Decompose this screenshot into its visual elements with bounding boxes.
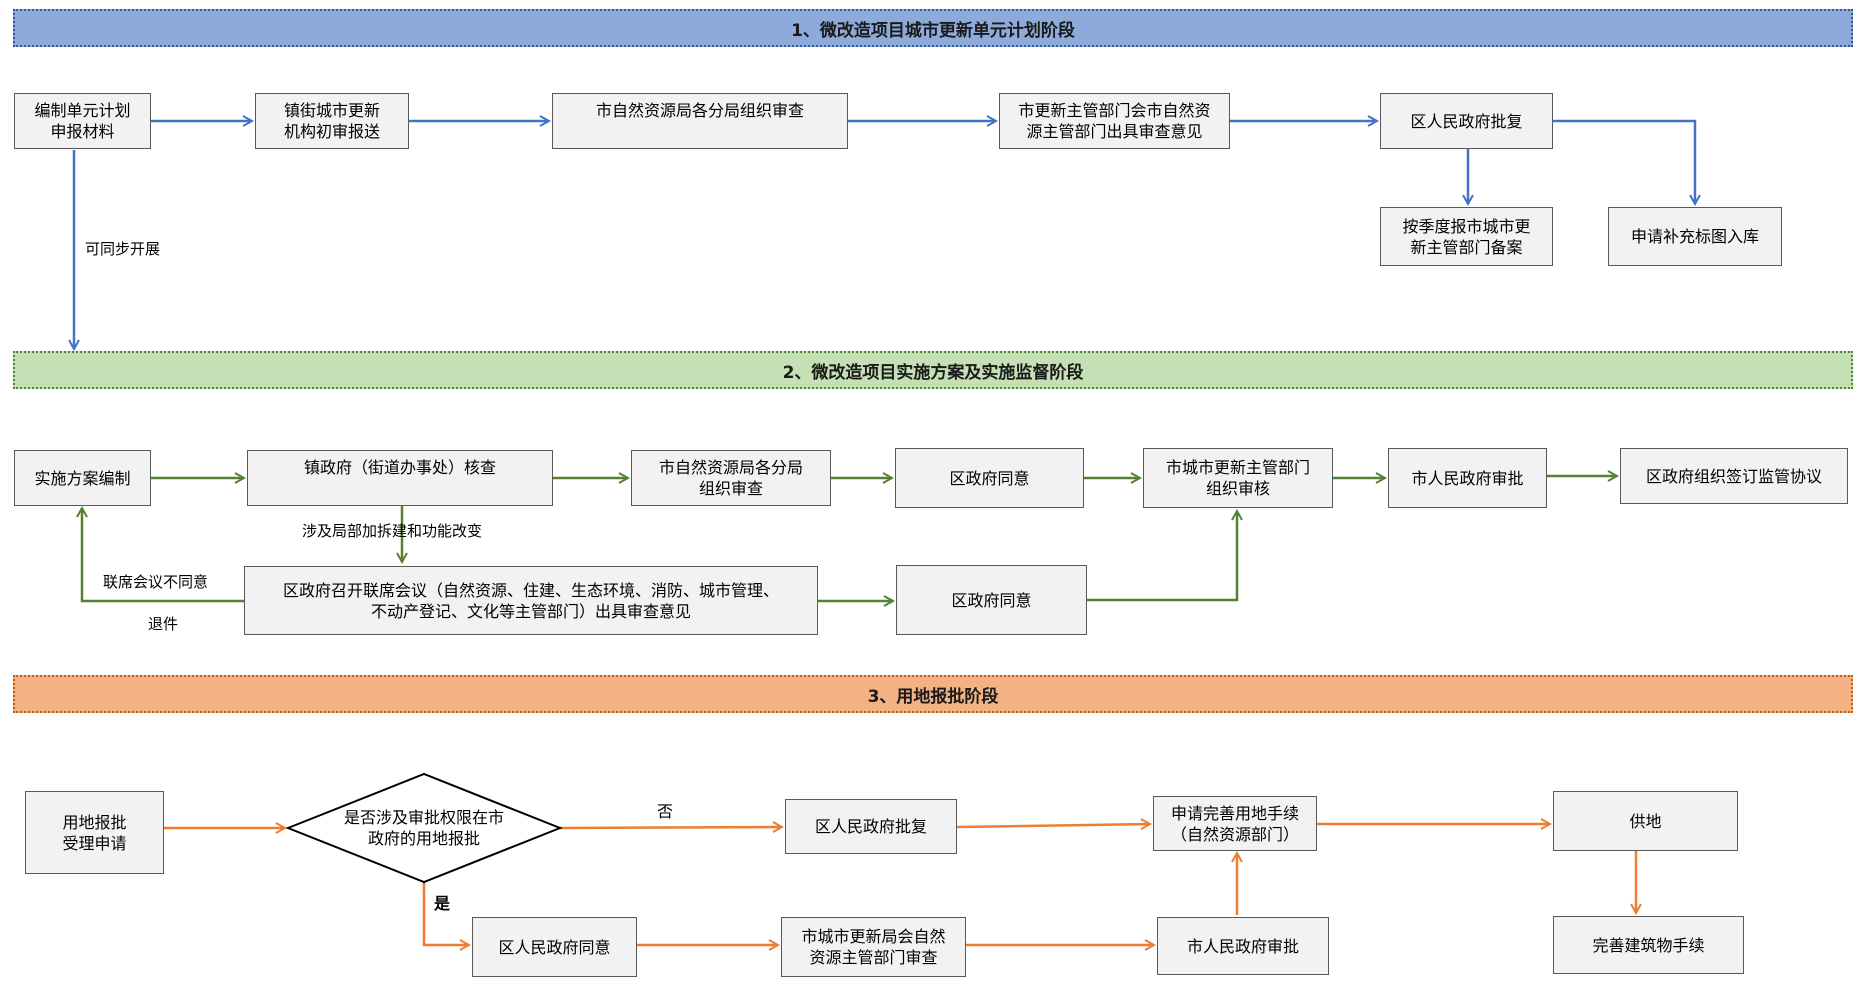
edge-agree2-audit [1087, 511, 1237, 602]
label-partial-change: 涉及局部加拆建和功能改变 [302, 522, 483, 540]
label-return: 退件 [148, 615, 179, 633]
edge-district-supplement [1553, 119, 1695, 204]
box-plan-compile: 实施方案编制 [14, 450, 151, 506]
edge-approve-perfect [956, 824, 1150, 827]
stage3-header: 3、用地报批阶段 [13, 675, 1853, 713]
box-supplement-mapping: 申请补充标图入库 [1608, 207, 1782, 266]
edge-decision-yes [422, 882, 469, 945]
box-town-initial-review: 镇街城市更新 机构初审报送 [255, 93, 409, 149]
box-district-agree-1: 区政府同意 [895, 448, 1084, 508]
box-land-application: 用地报批 受理申请 [25, 791, 164, 874]
box-city-nr-review: 市自然资源局各分局组织审查 [552, 93, 848, 149]
stage2-header: 2、微改造项目实施方案及实施监督阶段 [13, 351, 1853, 389]
decision-diamond [285, 772, 563, 884]
box-building-procedures: 完善建筑物手续 [1553, 916, 1744, 974]
edge-decision-no [559, 827, 782, 828]
box-district-approval: 区人民政府批复 [1380, 93, 1553, 149]
edge-meeting-return [82, 508, 244, 603]
box-town-check: 镇政府（街道办事处）核查 [247, 450, 553, 506]
box-district-agree-2: 区政府同意 [896, 565, 1087, 635]
label-no: 否 [657, 802, 674, 821]
box-compile-materials: 编制单元计划 申报材料 [14, 93, 151, 149]
box-district-agree-3: 区人民政府同意 [472, 917, 637, 977]
stage1-connectors [74, 121, 1695, 349]
stage1-header: 1、微改造项目城市更新单元计划阶段 [13, 9, 1853, 47]
box-district-approval-3: 区人民政府批复 [785, 799, 957, 854]
stage2-connectors [82, 476, 1617, 601]
box-renewal-nr-review: 市城市更新局会自然 资源主管部门审查 [781, 917, 966, 977]
box-city-nr-branch-review: 市自然资源局各分局 组织审查 [631, 450, 831, 506]
box-land-supply: 供地 [1553, 791, 1738, 851]
box-city-gov-approve: 市人民政府审批 [1388, 448, 1547, 508]
stage3-connectors [164, 824, 1636, 945]
label-yes: 是 [434, 894, 451, 913]
label-sync: 可同步开展 [85, 240, 161, 258]
box-quarterly-filing: 按季度报市城市更 新主管部门备案 [1380, 207, 1553, 266]
decision-text: 是否涉及审批权限在市 政府的用地报批 [343, 808, 504, 848]
box-review-opinion: 市更新主管部门会市自然资 源主管部门出具审查意见 [999, 93, 1230, 149]
box-perfect-land-procedures: 申请完善用地手续 （自然资源部门） [1153, 796, 1317, 851]
label-meeting-disagree: 联席会议不同意 [103, 573, 209, 591]
box-sign-supervision: 区政府组织签订监管协议 [1620, 448, 1848, 504]
box-joint-meeting: 区政府召开联席会议（自然资源、住建、生态环境、消防、城市管理、 不动产登记、文化… [244, 566, 818, 635]
box-city-renewal-audit: 市城市更新主管部门 组织审核 [1143, 448, 1333, 508]
box-city-gov-approve-3: 市人民政府审批 [1157, 917, 1329, 975]
